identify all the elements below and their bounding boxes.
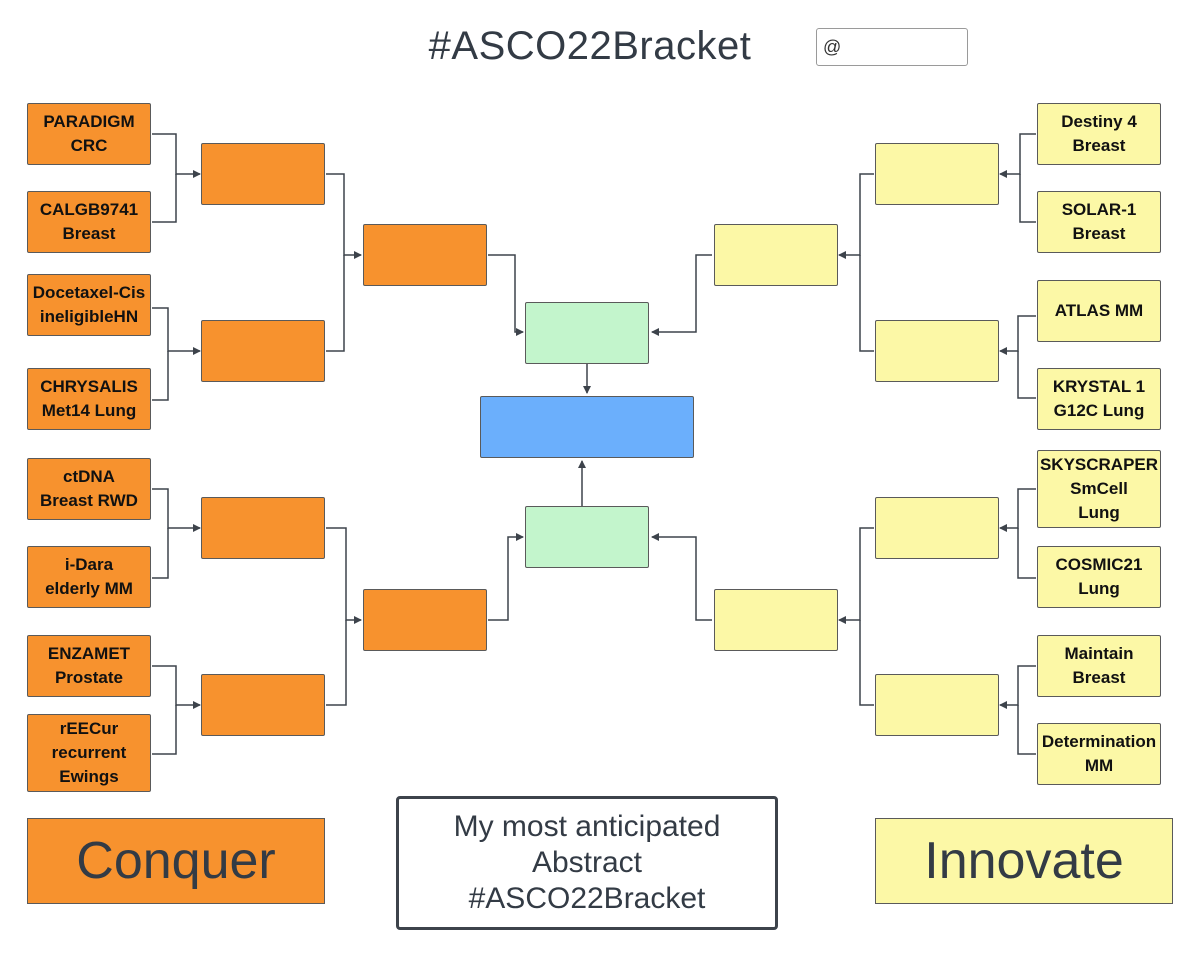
team-label: Docetaxel-Cis ineligibleHN: [32, 283, 146, 326]
left-round2-slot[interactable]: [201, 320, 325, 382]
team-label: ATLAS MM: [1054, 301, 1144, 320]
team-label: CALGB9741 Breast: [39, 200, 139, 243]
bracket-title: #ASCO22Bracket: [428, 24, 752, 68]
right-round2-slot[interactable]: [875, 674, 999, 736]
team-label: Maintain Breast: [1064, 644, 1134, 687]
team-label: CHRYSALIS Met14 Lung: [40, 377, 138, 420]
team-label: rEECur recurrent Ewings: [51, 719, 127, 786]
team-label: Destiny 4 Breast: [1061, 112, 1137, 155]
left-round2-slot[interactable]: [201, 497, 325, 559]
team-label: COSMIC21 Lung: [1055, 555, 1143, 598]
team-box: rEECur recurrent Ewings: [27, 714, 151, 792]
team-box: ENZAMET Prostate: [27, 635, 151, 697]
team-box: CHRYSALIS Met14 Lung: [27, 368, 151, 430]
team-box: PARADIGM CRC: [27, 103, 151, 165]
right-round2-slot[interactable]: [875, 320, 999, 382]
team-label: Determination MM: [1041, 732, 1157, 775]
innovate-legend: Innovate: [875, 818, 1173, 904]
left-round2-slot[interactable]: [201, 143, 325, 205]
team-box: i-Dara elderly MM: [27, 546, 151, 608]
team-label: ctDNA Breast RWD: [40, 467, 138, 510]
team-box: Destiny 4 Breast: [1037, 103, 1161, 165]
anticipated-line1: My most anticipated: [453, 810, 721, 843]
left-round3-slot[interactable]: [363, 224, 487, 286]
team-label: SKYSCRAPER SmCell Lung: [1039, 455, 1159, 522]
team-box: CALGB9741 Breast: [27, 191, 151, 253]
left-round2-slot[interactable]: [201, 674, 325, 736]
team-box: ctDNA Breast RWD: [27, 458, 151, 520]
anticipated-abstract-box: My most anticipated Abstract #ASCO22Brac…: [396, 796, 778, 930]
team-box: SKYSCRAPER SmCell Lung: [1037, 450, 1161, 528]
right-round2-slot[interactable]: [875, 143, 999, 205]
right-round3-slot[interactable]: [714, 589, 838, 651]
right-round2-slot[interactable]: [875, 497, 999, 559]
team-box: Maintain Breast: [1037, 635, 1161, 697]
handle-input[interactable]: [816, 28, 968, 66]
team-label: i-Dara elderly MM: [45, 555, 133, 598]
final-slot[interactable]: [480, 396, 694, 458]
anticipated-line2: Abstract: [531, 846, 643, 879]
semifinal-slot-top[interactable]: [525, 302, 649, 364]
team-label: PARADIGM CRC: [43, 112, 135, 155]
team-box: COSMIC21 Lung: [1037, 546, 1161, 608]
conquer-legend: Conquer: [27, 818, 325, 904]
team-label: KRYSTAL 1 G12C Lung: [1052, 377, 1146, 420]
left-round3-slot[interactable]: [363, 589, 487, 651]
team-label: ENZAMET Prostate: [47, 644, 131, 687]
semifinal-slot-bottom[interactable]: [525, 506, 649, 568]
team-box: SOLAR-1 Breast: [1037, 191, 1161, 253]
team-box: Docetaxel-Cis ineligibleHN: [27, 274, 151, 336]
team-box: ATLAS MM: [1037, 280, 1161, 342]
team-box: Determination MM: [1037, 723, 1161, 785]
right-round3-slot[interactable]: [714, 224, 838, 286]
anticipated-line3: #ASCO22Bracket: [468, 882, 706, 915]
team-label: SOLAR-1 Breast: [1061, 200, 1137, 243]
team-box: KRYSTAL 1 G12C Lung: [1037, 368, 1161, 430]
